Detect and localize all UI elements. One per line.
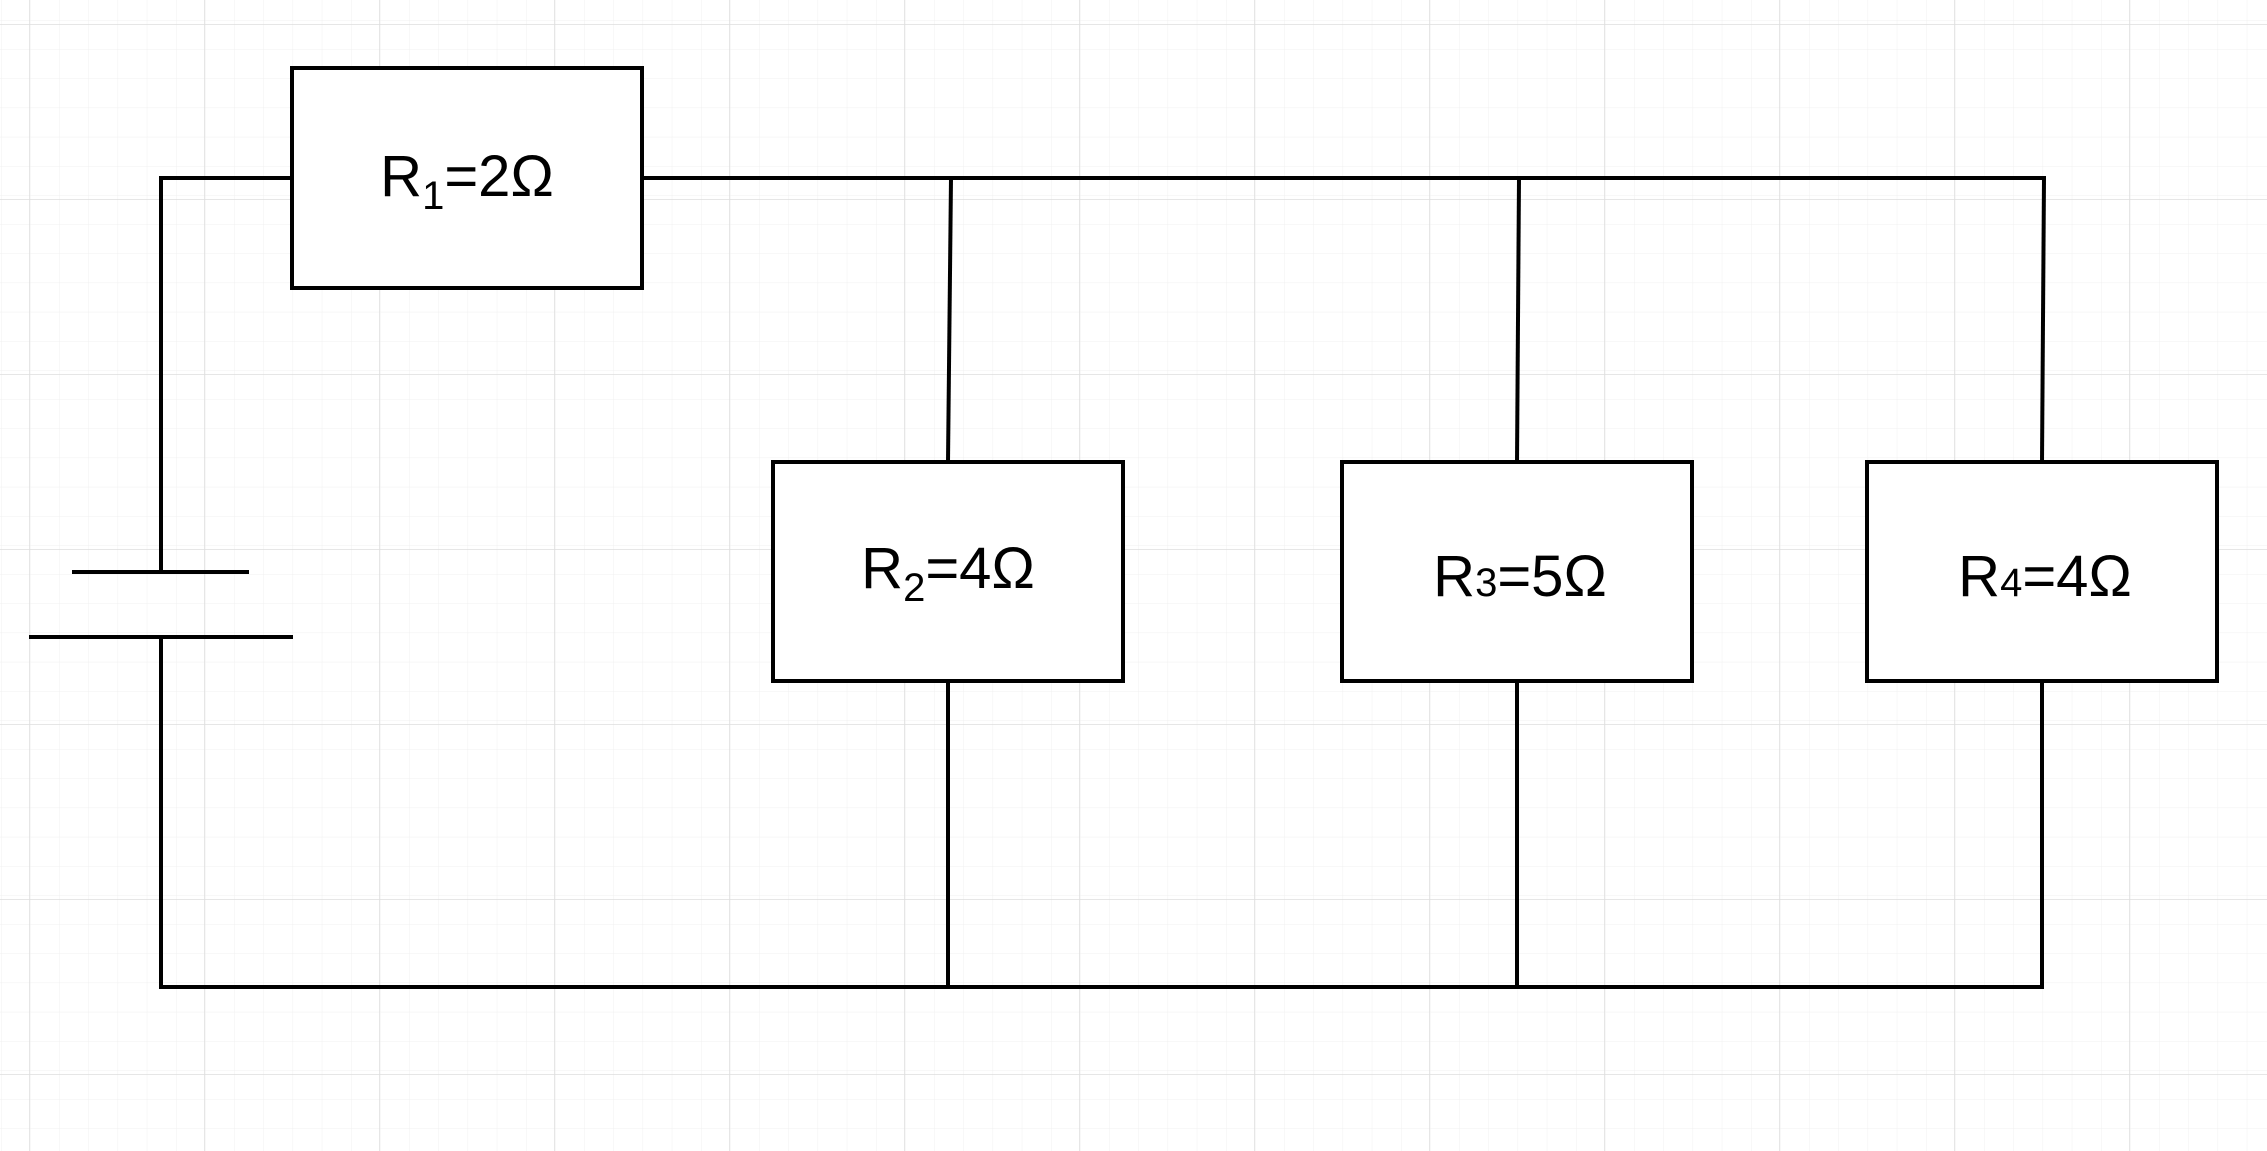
- resistor-r1-label: R1=2Ω: [380, 144, 554, 218]
- resistor-r4-box: [1865, 460, 2219, 683]
- resistor-r2: R2=4Ω: [771, 460, 1125, 683]
- resistor-r2-box: [771, 460, 1125, 683]
- wires: [159, 175, 2047, 989]
- resistor-r3: R3=5Ω: [1340, 460, 1694, 683]
- resistor-r1: R1=2Ω: [290, 66, 644, 290]
- battery-icon: [29, 570, 293, 639]
- resistor-r3-box: [1340, 460, 1694, 683]
- wire-r4-top: [2039, 175, 2047, 465]
- resistor-r2-label: R2=4Ω: [861, 536, 1035, 610]
- resistor-r4-label: R4=4Ω: [1958, 544, 2132, 609]
- resistor-r1-box: [290, 66, 644, 290]
- wire-r2-top: [945, 175, 954, 465]
- resistor-r4: R4=4Ω: [1865, 460, 2219, 683]
- wire-r3-top: [1514, 175, 1522, 465]
- resistor-r3-label: R3=5Ω: [1433, 544, 1607, 609]
